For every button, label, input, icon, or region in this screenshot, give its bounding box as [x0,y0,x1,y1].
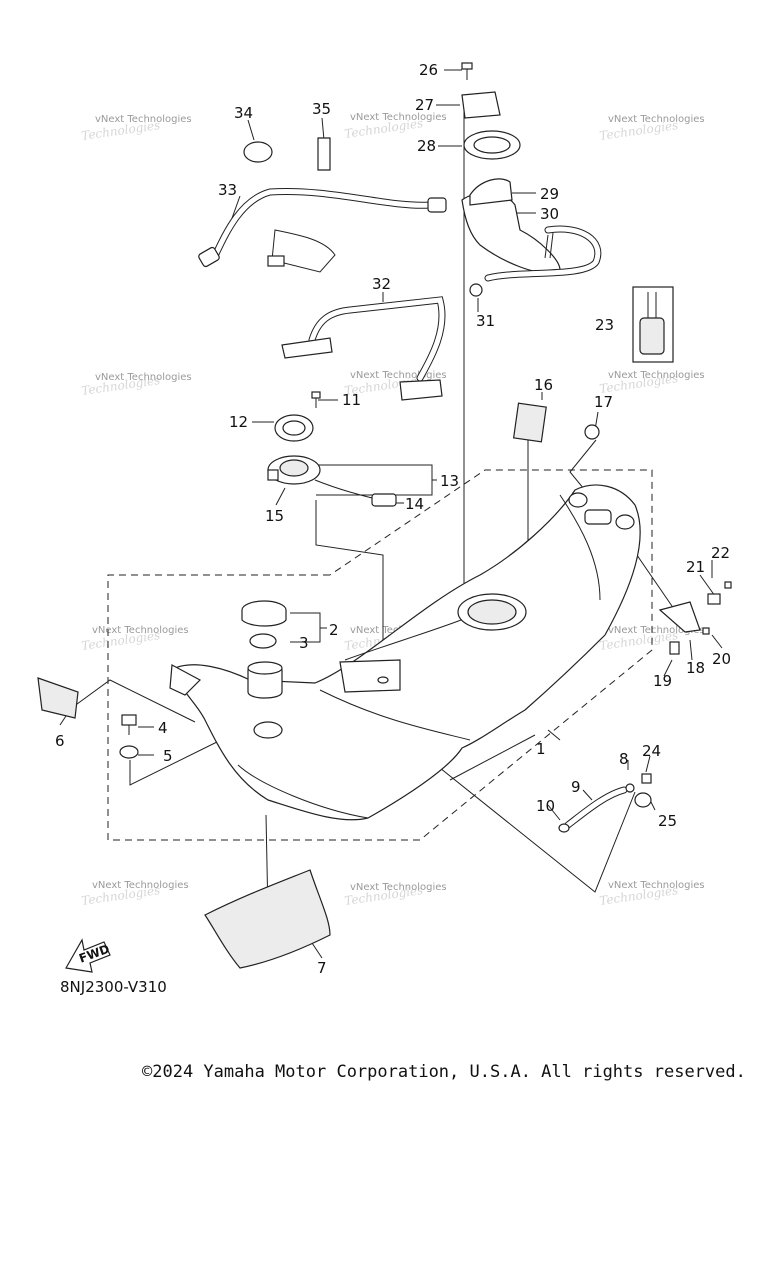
callout-16: 16 [534,376,553,394]
callout-22: 22 [711,544,730,562]
callout-labels: 1 2 3 4 5 6 7 8 9 10 11 12 13 14 15 16 1… [55,61,731,977]
callout-29: 29 [540,185,559,203]
callout-3: 3 [299,634,309,652]
bracket-assembly [658,581,732,655]
diagram-code: 8NJ2300-V310 [60,978,167,996]
callout-11: 11 [342,391,361,409]
watermark: vNext Technologies [608,880,705,891]
fuel-cap [241,600,287,649]
top-components [461,62,521,297]
watermark: vNext Technologies [608,625,705,636]
callout-23: 23 [595,316,614,334]
leader-lines [59,69,723,959]
callout-31: 31 [476,312,495,330]
tank-outline-box [107,469,653,841]
watermark: vNext Technologies [95,372,192,383]
fuel-hose-33 [198,187,447,273]
callout-17: 17 [594,393,613,411]
watermark: vNext Technologies [95,114,192,125]
drain-hose-9 [558,773,652,833]
clamp-and-band [243,137,331,171]
callout-18: 18 [686,659,705,677]
sender-unit-23 [632,286,674,363]
watermark: vNext Technologies [350,112,447,123]
callout-21: 21 [686,558,705,576]
bolt-and-grommet [119,714,139,759]
callout-19: 19 [653,672,672,690]
callout-13: 13 [440,472,459,490]
fwd-arrow: FWD [65,938,111,973]
fuel-pump-13 [267,391,397,507]
pad-6 [37,677,79,719]
watermark: vNext Technologies [350,882,447,893]
callout-2: 2 [329,621,339,639]
watermark: vNext Technologies [608,370,705,381]
watermark: vNext Technologies [350,370,447,381]
fuel-tank [169,484,641,821]
callout-35: 35 [312,100,331,118]
callout-5: 5 [163,747,173,765]
callout-30: 30 [540,205,559,223]
watermark: vNext Technologies [608,114,705,125]
callout-15: 15 [265,507,284,525]
fuel-pump-assembly [461,178,602,282]
breather-hose-32 [281,296,446,401]
callout-28: 28 [417,137,436,155]
callout-26: 26 [419,61,438,79]
callout-1: 1 [536,740,546,758]
callout-14: 14 [405,495,424,513]
sheet-7 [204,869,331,969]
callout-24: 24 [642,742,661,760]
callout-4: 4 [158,719,168,737]
callout-20: 20 [712,650,731,668]
callout-8: 8 [619,750,629,768]
callout-27: 27 [415,96,434,114]
callout-25: 25 [658,812,677,830]
pad-and-cap [512,402,600,443]
callout-33: 33 [218,181,237,199]
callout-7: 7 [317,959,327,977]
watermark: vNext Technologies [92,625,189,636]
callout-6: 6 [55,732,65,750]
callout-10: 10 [536,797,555,815]
callout-32: 32 [372,275,391,293]
watermark: vNext Technologies [92,880,189,891]
callout-9: 9 [571,778,581,796]
callout-34: 34 [234,104,253,122]
copyright-notice: ©2024 Yamaha Motor Corporation, U.S.A. A… [142,1062,746,1082]
callout-12: 12 [229,413,248,431]
